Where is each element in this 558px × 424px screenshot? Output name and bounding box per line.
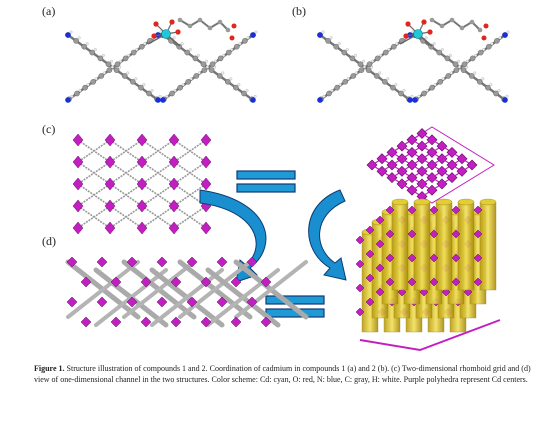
panel-label-d: (d)	[42, 234, 56, 248]
channel-framework-view	[65, 256, 309, 328]
panel-label-a: (a)	[42, 4, 56, 18]
equals-sign-top	[236, 170, 296, 193]
curved-arrow-right	[308, 189, 347, 281]
caption-text: Structure illustration of compounds 1 an…	[34, 364, 531, 384]
curved-arrow-left	[199, 189, 267, 283]
caption-lead: Figure 1.	[34, 364, 65, 373]
figure: (a) (b) (c) (d)	[34, 4, 531, 384]
panel-label-b: (b)	[292, 4, 306, 18]
molecule-structure-b	[317, 17, 510, 103]
figure-graphics	[65, 17, 510, 352]
rhomboid-grid-view	[72, 133, 212, 235]
figure-caption: Figure 1. Structure illustration of comp…	[34, 364, 534, 385]
polyhedra-layer-view	[366, 126, 495, 204]
yellow-channel-block	[355, 198, 501, 352]
panel-label-c: (c)	[42, 122, 56, 136]
molecule-structure-a	[65, 17, 258, 103]
